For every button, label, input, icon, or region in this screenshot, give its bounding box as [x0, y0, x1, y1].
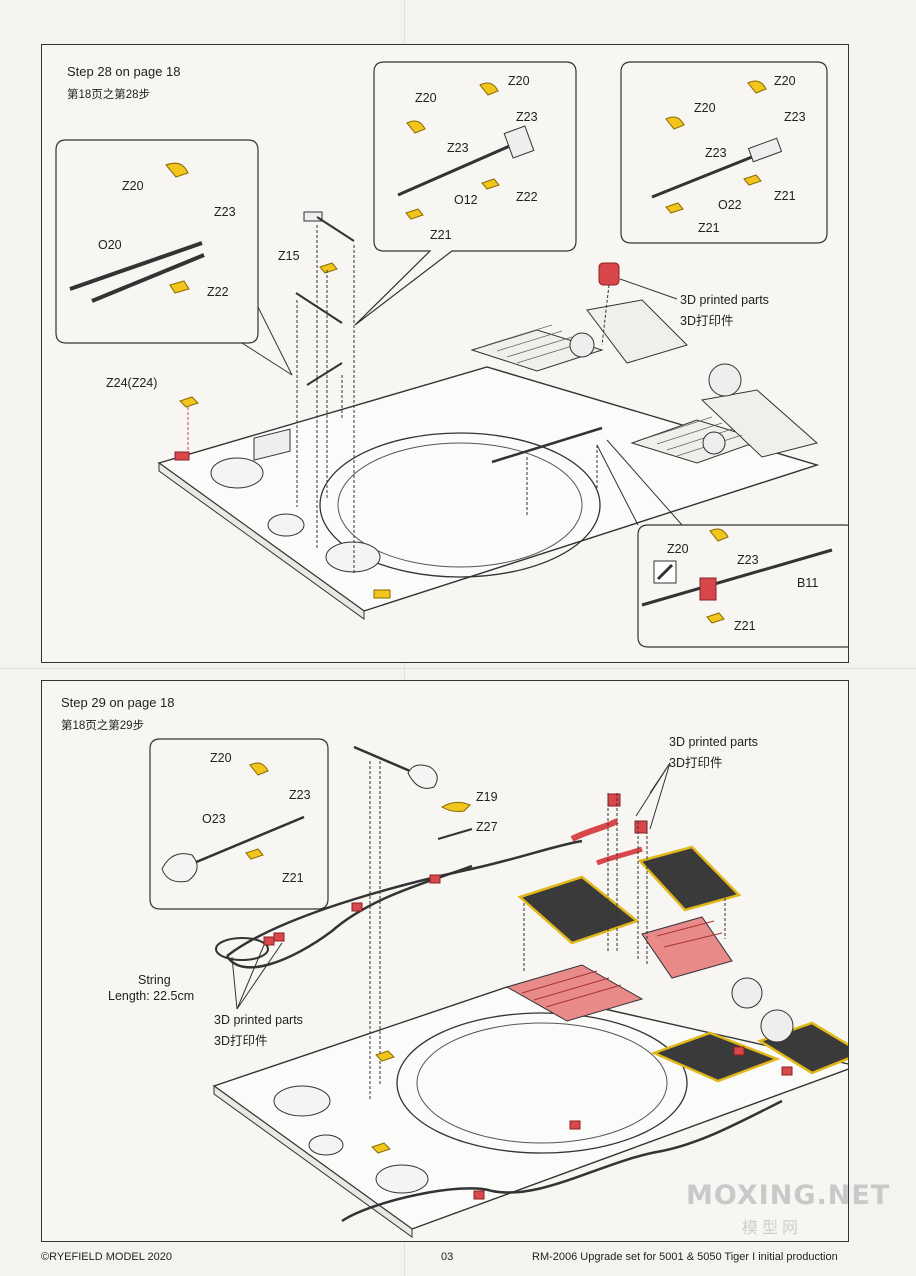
step-28-subtitle: 第18页之第28步 [67, 89, 151, 101]
string-length-label: Length: 22.5cm [108, 989, 195, 1003]
string-label: String [138, 973, 171, 987]
part-label: Z21 [282, 871, 304, 885]
part-label: Z22 [207, 285, 229, 299]
part-label: Z22 [516, 190, 538, 204]
part-label: Z23 [737, 553, 759, 567]
part-label: Z20 [415, 91, 437, 105]
printed-parts-label-cn: 3D打印件 [214, 1034, 268, 1048]
printed-parts-label: 3D printed parts [669, 735, 758, 749]
part-label: Z20 [508, 74, 530, 88]
step-29-illustration [149, 738, 848, 1238]
part-label-z24: Z24(Z24) [106, 376, 158, 390]
part-label: O23 [202, 812, 226, 826]
part-label: Z21 [774, 189, 796, 203]
part-label-z15: Z15 [278, 249, 300, 263]
step-28-illustration [55, 61, 848, 648]
part-label: Z20 [774, 74, 796, 88]
printed-parts-label: 3D printed parts [214, 1013, 303, 1027]
part-label: O22 [718, 198, 742, 212]
printed-parts-label-cn: 3D打印件 [669, 756, 723, 770]
part-label: Z23 [705, 146, 727, 160]
step-29-title: Step 29 on page 18 [61, 695, 175, 710]
part-label: B11 [797, 576, 819, 590]
part-label: Z23 [784, 110, 806, 124]
part-label-z19: Z19 [476, 790, 498, 804]
part-label: Z21 [430, 228, 452, 242]
footer-page-number: 03 [441, 1251, 454, 1263]
part-label: Z23 [516, 110, 538, 124]
printed-parts-label: 3D printed parts [680, 293, 769, 307]
step-28-panel: Step 28 on page 18 第18页之第28步 Z20 Z23 O20… [41, 44, 849, 663]
watermark: MOXING.NET [686, 1180, 891, 1211]
part-label-z27: Z27 [476, 820, 498, 834]
part-label: Z23 [214, 205, 236, 219]
part-label: O20 [98, 238, 122, 252]
part-label: Z21 [698, 221, 720, 235]
step-28-title: Step 28 on page 18 [67, 64, 181, 79]
watermark-cn: 模型网 [742, 1220, 803, 1237]
part-label: Z23 [289, 788, 311, 802]
footer-copyright: ©RYEFIELD MODEL 2020 [41, 1251, 172, 1263]
part-label: Z21 [734, 619, 756, 633]
part-label: Z23 [447, 141, 469, 155]
part-label: Z20 [210, 751, 232, 765]
part-label: Z20 [122, 179, 144, 193]
part-label: O12 [454, 193, 478, 207]
footer-product: RM-2006 Upgrade set for 5001 & 5050 Tige… [532, 1251, 838, 1263]
part-label: Z20 [694, 101, 716, 115]
printed-parts-label-cn: 3D打印件 [680, 314, 734, 328]
part-label: Z20 [667, 542, 689, 556]
step-29-panel: Step 29 on page 18 第18页之第29步 Z20 Z23 O23… [41, 680, 849, 1242]
paper-fold-horizontal [0, 668, 916, 669]
step-29-subtitle: 第18页之第29步 [61, 720, 145, 732]
